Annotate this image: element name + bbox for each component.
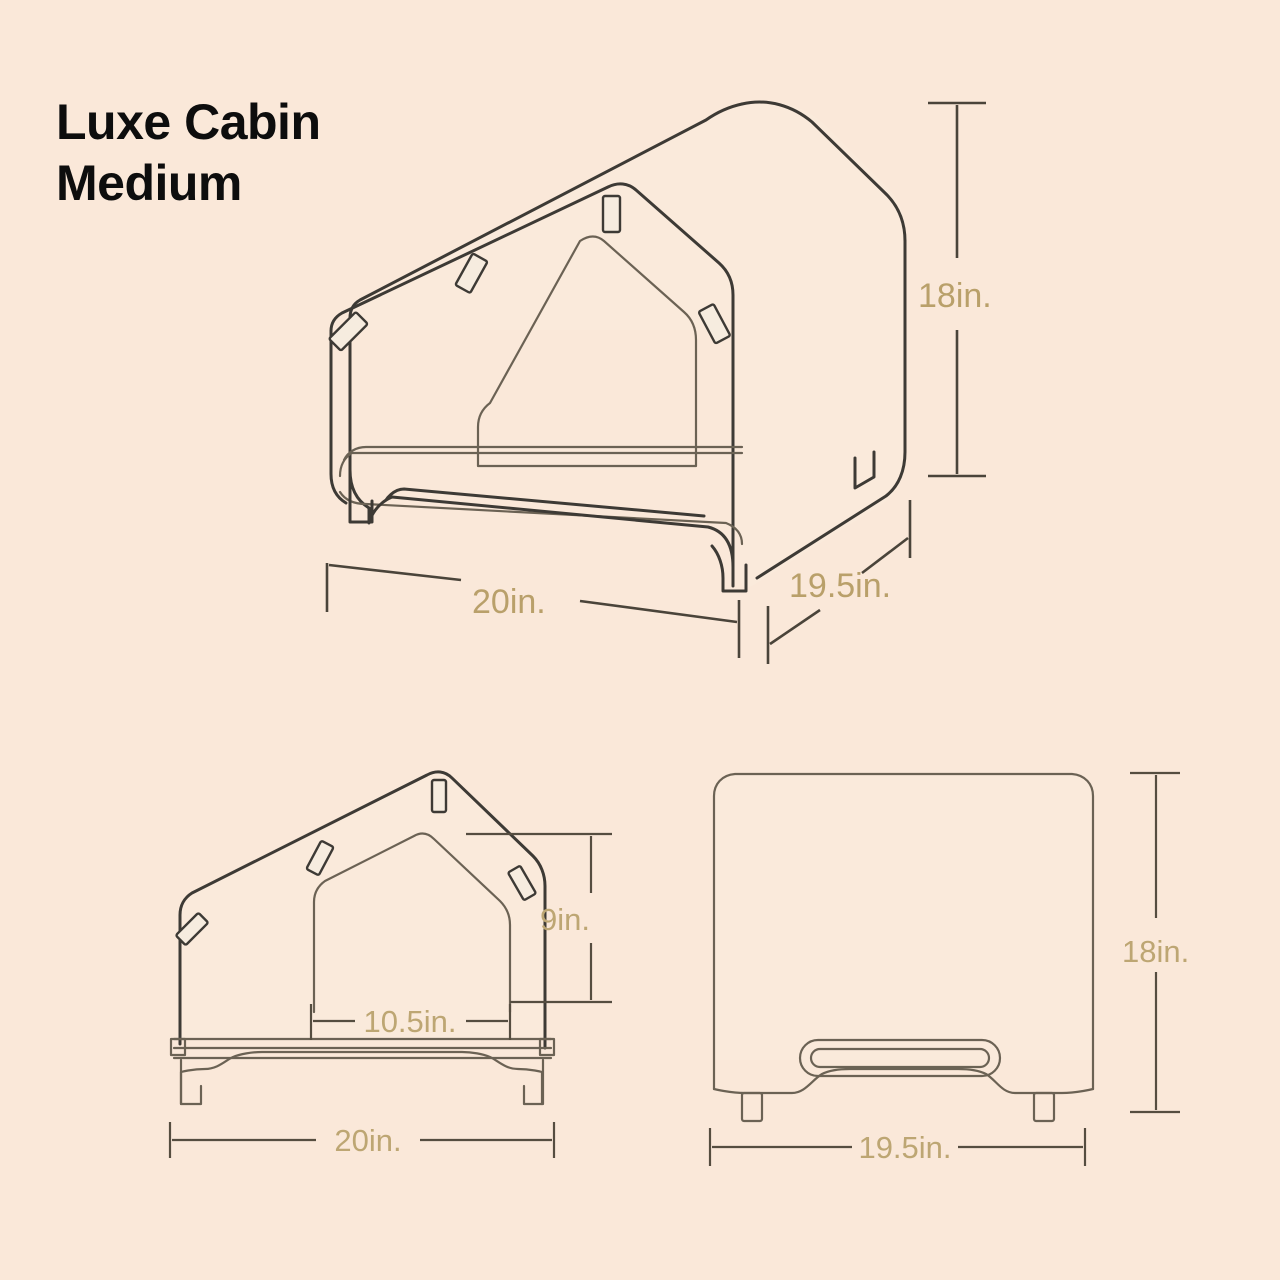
iso-roof-tab-top	[601, 194, 622, 234]
iso-dim-depth-line-far	[861, 536, 909, 575]
iso-leg-front-right	[710, 544, 748, 593]
iso-base-skirt	[367, 495, 735, 588]
iso-body-fill	[352, 100, 906, 588]
front-leg-left	[740, 1091, 764, 1123]
front-handle-outer	[798, 1038, 1002, 1078]
iso-dim-width-line-left	[328, 563, 462, 582]
iso-dim-width: 20in.	[325, 563, 741, 658]
side-elevation-view: 9in. 10.5in. 20in.	[168, 770, 612, 1158]
page-title: Luxe Cabin Medium	[56, 92, 476, 214]
side-body-fill	[178, 771, 544, 1038]
side-dim-opening-height: 9in.	[466, 832, 612, 1004]
side-base-skirt	[179, 1050, 544, 1106]
front-body-fill	[714, 774, 1094, 1060]
front-dim-width: 19.5in.	[708, 1128, 1087, 1166]
iso-dim-height: 18in.	[918, 101, 992, 478]
front-elevation-view: 18in. 19.5in.	[708, 771, 1189, 1166]
iso-base-skirt-inner	[384, 487, 706, 518]
iso-front-gable-outline	[329, 182, 735, 569]
side-door-opening	[312, 832, 512, 1014]
side-leg-left	[179, 1058, 203, 1106]
iso-roof-tab-right	[697, 303, 731, 345]
side-outer-outline	[178, 770, 547, 1050]
front-leg-right	[1032, 1091, 1056, 1123]
side-leg-right	[522, 1058, 545, 1106]
iso-cushion-front	[338, 451, 744, 478]
side-platform-bracket-right	[538, 1037, 556, 1057]
iso-leg-front-left	[348, 468, 374, 524]
iso-dim-height-label: 18in.	[918, 277, 992, 315]
front-outer-outline	[712, 772, 1095, 1091]
iso-roof-tab-low	[328, 311, 369, 352]
side-platform-bracket-left	[169, 1037, 187, 1057]
iso-right-outer-edge	[755, 239, 907, 580]
side-roof-tab-top	[430, 778, 448, 814]
front-base-skirt	[712, 1067, 1095, 1095]
iso-roof-ridge-left	[348, 102, 744, 320]
isometric-view: 18in. 20in. 19.5in.	[325, 100, 992, 664]
side-dim-width-label: 20in.	[334, 1123, 401, 1158]
iso-dim-depth-line-near	[769, 608, 821, 646]
side-roof-tab-right	[507, 865, 537, 901]
front-dim-height: 18in.	[1122, 771, 1189, 1114]
side-roof-tab-low	[175, 912, 209, 946]
side-dim-opening-height-label: 9in.	[540, 902, 590, 937]
title-line-1: Luxe Cabin	[56, 94, 321, 150]
iso-roof-tab-mid	[454, 252, 489, 294]
iso-dim-width-label: 20in.	[472, 583, 546, 621]
iso-cushion-bottom-edge	[338, 490, 744, 546]
side-dim-opening-width-label: 10.5in.	[363, 1004, 456, 1039]
front-dim-height-label: 18in.	[1122, 934, 1189, 969]
iso-leg-rear-right	[853, 450, 876, 490]
side-dim-opening-width: 10.5in.	[309, 1004, 512, 1040]
title-line-2: Medium	[56, 155, 242, 211]
iso-inner-ridge	[329, 329, 348, 505]
front-dim-width-label: 19.5in.	[858, 1130, 951, 1165]
side-roof-tab-mid	[305, 840, 335, 876]
iso-dim-depth-label: 19.5in.	[789, 567, 891, 605]
iso-door-opening	[476, 235, 698, 468]
front-handle-inner	[809, 1047, 991, 1069]
side-dim-width: 20in.	[168, 1122, 556, 1158]
iso-left-outer-edge	[348, 316, 371, 510]
iso-roof-ridge-right	[740, 100, 907, 243]
iso-dim-width-line-right	[579, 599, 738, 624]
iso-dim-depth: 19.5in.	[766, 500, 912, 664]
